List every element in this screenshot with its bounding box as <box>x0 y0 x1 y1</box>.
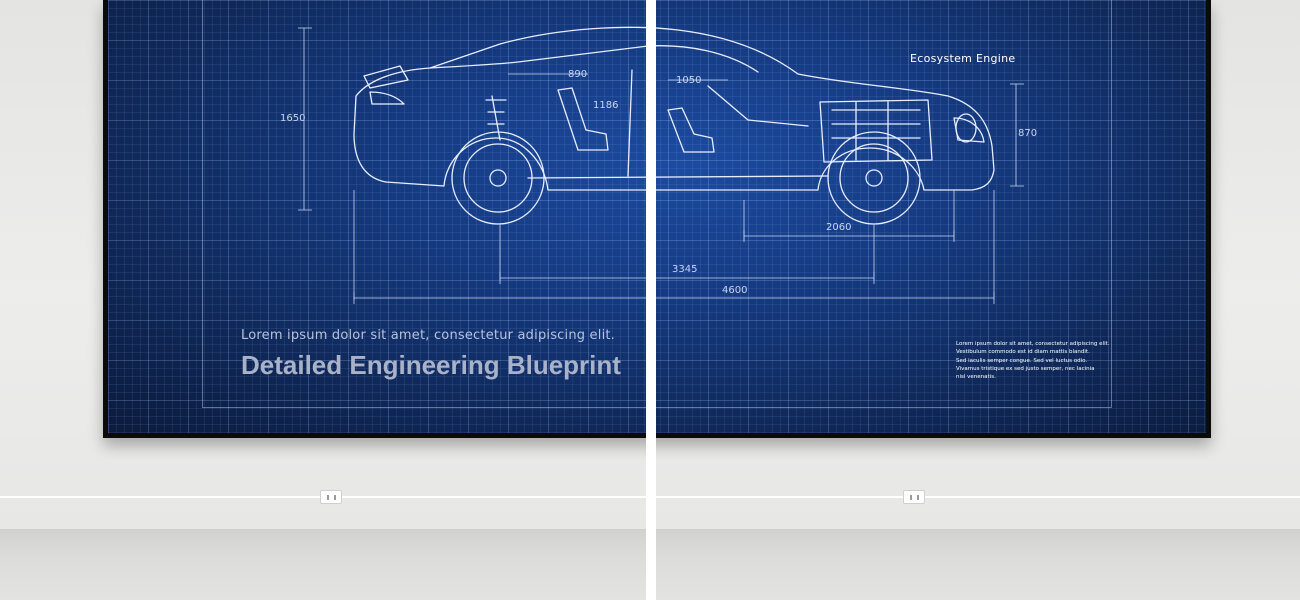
wall-outlet-left <box>320 490 342 504</box>
window-line <box>429 45 759 73</box>
blueprint-grid-minor <box>108 0 1206 433</box>
description-line: Lorem ipsum dolor sit amet, consectetur … <box>956 341 1110 347</box>
engine-block <box>819 99 933 163</box>
rear-light <box>369 91 405 105</box>
dimension-label-1650: 1650 <box>280 113 306 124</box>
dimension-overall <box>353 292 995 304</box>
rear-wheel-hub <box>489 169 507 187</box>
blueprint-poster: 1650 890 1050 1186 870 2060 3345 4600 Ec… <box>108 0 1206 433</box>
center-divider <box>646 0 656 600</box>
dimension-roof <box>508 73 728 81</box>
dimension-label-4600: 4600 <box>722 285 748 296</box>
dimension-label-1050: 1050 <box>676 75 702 86</box>
rear-wheel-rim <box>463 143 533 213</box>
front-grille <box>953 117 985 143</box>
dimension-label-870: 870 <box>1018 128 1038 139</box>
blueprint-inner-border <box>202 0 1112 408</box>
blueprint-grid-major <box>108 0 1206 433</box>
front-wheel-hub <box>865 169 883 187</box>
dimension-label-3345: 3345 <box>672 264 698 275</box>
rear-wheel <box>451 131 545 225</box>
description-line: Vestibulum commodo est id diam mattis bl… <box>956 349 1090 356</box>
car-blueprint-drawing <box>298 26 1024 304</box>
dimension-label-890: 890 <box>568 69 588 80</box>
description-line: nisl venenatis. <box>956 374 996 381</box>
dimension-height-right <box>1010 83 1024 187</box>
car-body-outline <box>353 26 995 191</box>
door-line <box>627 69 633 177</box>
steering-line <box>707 85 809 127</box>
suspension <box>485 95 507 141</box>
rocker-line <box>527 175 829 179</box>
wall-outlet-right <box>903 490 925 504</box>
engine-detail <box>831 101 921 161</box>
front-wheel <box>827 131 921 225</box>
poster-tagline: Lorem ipsum dolor sit amet, consectetur … <box>241 328 616 343</box>
poster-heading: Ecosystem Engine <box>910 52 1016 65</box>
description-line: Sed iaculis semper congue. Sed vel luctu… <box>956 357 1088 364</box>
dimension-height-left <box>298 27 312 211</box>
front-wheel-rim <box>839 143 909 213</box>
extension-lines <box>353 190 995 300</box>
poster-title: Detailed Engineering Blueprint <box>241 350 621 380</box>
poster-description: Lorem ipsum dolor sit amet, consectetur … <box>956 340 1110 381</box>
dimension-label-2060: 2060 <box>826 222 852 233</box>
description-line: Vivamus tristique ex sed justo semper, n… <box>956 365 1095 372</box>
interior-seat-front <box>667 107 715 153</box>
interior-seat <box>557 87 609 151</box>
dimension-label-1186: 1186 <box>593 100 619 111</box>
spoiler <box>363 65 409 89</box>
headlight <box>955 113 977 143</box>
